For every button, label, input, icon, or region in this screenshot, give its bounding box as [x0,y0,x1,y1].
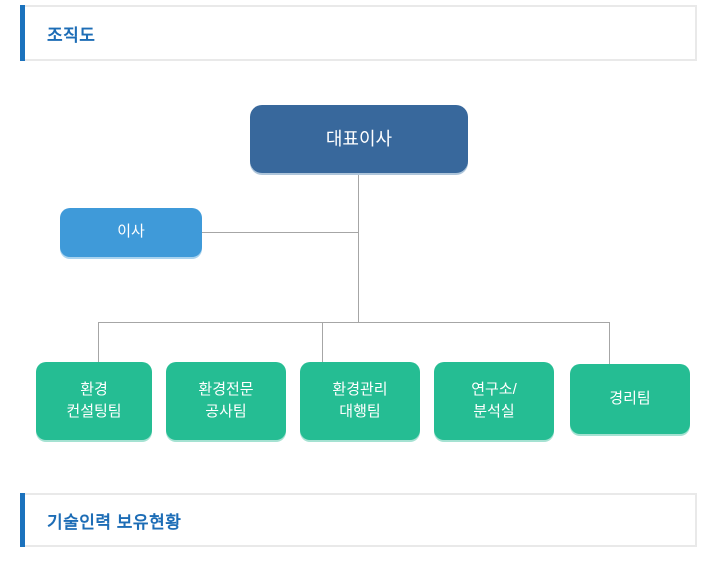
orgchart-node-team-management: 환경관리 대행팀 [300,362,420,440]
connector-drop-right [609,322,610,364]
orgchart-node-team-consulting: 환경 컨설팅팀 [36,362,152,440]
orgchart-node-team-construction: 환경전문 공사팀 [166,362,286,440]
orgchart-node-ceo: 대표이사 [250,105,468,173]
section-title-orgchart: 조직도 [47,25,96,45]
connector-drop-center [322,322,323,362]
connector-main-horizontal [98,322,610,323]
section-header-tech: 기술인력 보유현황 [20,493,697,547]
connector-drop-left [98,322,99,362]
section-title-tech: 기술인력 보유현황 [47,512,182,532]
section-accent-bar [20,493,25,547]
section-header-orgchart: 조직도 [20,5,697,61]
orgchart-node-team-accounting: 경리팀 [570,364,690,434]
connector-side-horizontal [202,232,359,233]
connector-root-vertical [358,173,359,322]
orgchart-node-team-lab: 연구소/ 분석실 [434,362,554,440]
section-accent-bar [20,5,25,61]
orgchart-node-director: 이사 [60,208,202,257]
